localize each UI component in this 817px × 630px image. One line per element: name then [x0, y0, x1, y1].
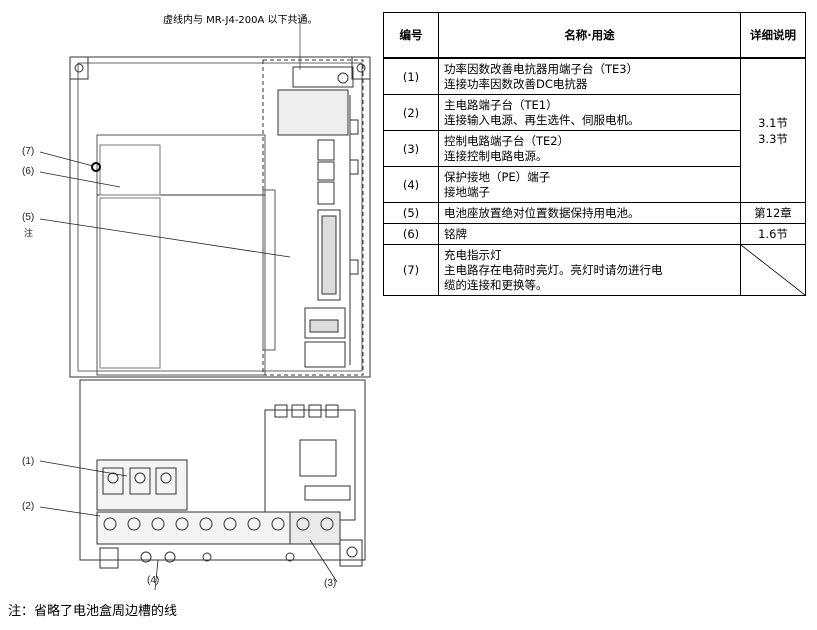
table-row: (1) 功率因数改善电抗器用端子台（TE3） 连接功率因数改善DC电抗器 3.1…: [383, 57, 806, 203]
nameplate: [99, 144, 161, 196]
footnote: 注：省略了电池盒周边槽的线: [8, 604, 178, 619]
detail-ref: 3.1节: [758, 115, 788, 130]
callout-7: (7): [22, 146, 35, 157]
housing-inner: [77, 62, 363, 372]
row-name-line: 功率因数改善电抗器用端子台（TE3）: [444, 61, 639, 76]
diagonal-slash: [741, 245, 805, 295]
spec-table: 编号 名称·用途 详细说明 (1) 功率因数改善电抗器用端子台（TE3） 连接功…: [383, 12, 806, 296]
row-name-line: 主电路端子台（TE1）: [444, 97, 558, 112]
mount-hole-icon: [356, 63, 366, 73]
table-row: (5) 电池座放置绝对位置数据保持用电池。 第12章: [383, 202, 806, 224]
te2-terminal-block: [289, 511, 341, 545]
detail-ref: 3.3节: [758, 131, 788, 146]
row-name-line: 连接控制电路电源。: [444, 148, 548, 163]
callout-note: 注: [24, 228, 34, 238]
row-name: 功率因数改善电抗器用端子台（TE3） 连接功率因数改善DC电抗器: [438, 57, 741, 95]
row-no: (7): [383, 244, 439, 296]
mount-hole-icon: [74, 63, 84, 73]
row-name-line: 保护接地（PE）端子: [444, 169, 551, 184]
row-name: 主电路端子台（TE1） 连接输入电源、再生选件、伺服电机。: [438, 94, 741, 131]
row-no: (4): [383, 166, 439, 203]
table-row: (4) 保护接地（PE）端子 接地端子: [383, 166, 806, 203]
header-detail: 详细说明: [740, 12, 806, 59]
callout-4: (4): [147, 575, 160, 586]
row-name-line: 连接功率因数改善DC电抗器: [444, 76, 588, 91]
front-panel: [96, 134, 266, 376]
callout-6: (6): [22, 166, 35, 177]
row-detail: 1.6节: [740, 223, 806, 245]
table-row: (6) 铭牌 1.6节: [383, 223, 806, 245]
table-header-row: 编号 名称·用途 详细说明: [383, 12, 806, 59]
empty-diagonal-cell: [740, 244, 806, 296]
header-name: 名称·用途: [438, 12, 741, 59]
row-name: 铭牌: [438, 223, 741, 245]
ground-screw-icon: [337, 72, 349, 84]
callout-5: (5): [22, 212, 35, 223]
row-detail: 第12章: [740, 202, 806, 224]
row-name-line: 充电指示灯: [444, 247, 502, 262]
charge-lamp-icon: [91, 162, 101, 172]
row-name-line: 接地端子: [444, 184, 490, 199]
table-row: (7) 充电指示灯 主电路存在电荷时亮灯。亮灯时请勿进行电 缆的连接和更换等。: [383, 244, 806, 296]
row-no: (5): [383, 202, 439, 224]
terminal-area: [79, 379, 366, 561]
servo-amplifier-drawing: [39, 21, 371, 591]
row-name-line: 控制电路端子台（TE2）: [444, 133, 570, 148]
callout-1: (1): [22, 456, 35, 467]
te1-screws: [103, 517, 285, 531]
row-name-line: 缆的连接和更换等。: [444, 277, 548, 292]
row-name-line: 主电路存在电荷时亮灯。亮灯时请勿进行电: [444, 262, 663, 277]
battery-holder: [262, 189, 276, 351]
row-no: (1): [383, 57, 439, 95]
callout-2: (2): [22, 501, 35, 512]
pe-terminal-icon: [140, 551, 152, 563]
row-name: 充电指示灯 主电路存在电荷时亮灯。亮灯时请勿进行电 缆的连接和更换等。: [438, 244, 741, 296]
housing-outline: [69, 56, 371, 378]
row-no: (6): [383, 223, 439, 245]
row-no: (2): [383, 94, 439, 131]
dashed-region-note: 虚线内与 MR-J4-200A 以下共通。: [163, 15, 318, 26]
row-name-line: 连接输入电源、再生选件、伺服电机。: [444, 112, 640, 127]
table-row: (3) 控制电路端子台（TE2） 连接控制电路电源。: [383, 130, 806, 167]
row-no: (3): [383, 130, 439, 167]
row-name: 控制电路端子台（TE2） 连接控制电路电源。: [438, 130, 741, 167]
table-row: (2) 主电路端子台（TE1） 连接输入电源、再生选件、伺服电机。: [383, 94, 806, 131]
pe-terminal-icon: [164, 551, 176, 563]
shared-detail-cell: 3.1节 3.3节: [740, 57, 806, 203]
callout-3: (3): [324, 578, 337, 589]
header-no: 编号: [383, 12, 439, 59]
row-name: 保护接地（PE）端子 接地端子: [438, 166, 741, 203]
row-name: 电池座放置绝对位置数据保持用电池。: [438, 202, 741, 224]
